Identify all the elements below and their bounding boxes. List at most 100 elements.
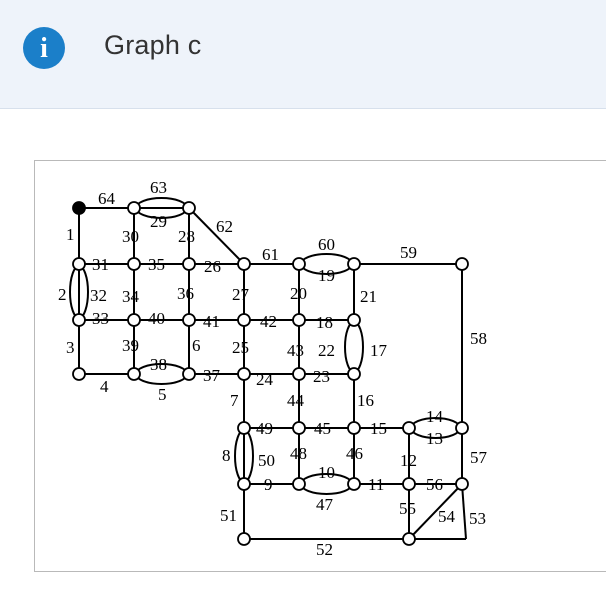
graph-node — [182, 313, 196, 327]
edge-label: 44 — [287, 391, 305, 410]
edge-label: 47 — [316, 495, 334, 514]
edge-label: 40 — [148, 309, 165, 328]
edge-label: 5 — [158, 385, 167, 404]
edge-label: 11 — [368, 475, 384, 494]
graph-node — [455, 477, 469, 491]
graph-edge — [408, 483, 463, 540]
graph-node — [237, 257, 251, 271]
info-icon: i — [23, 27, 65, 69]
header-bar: i Graph c — [0, 0, 606, 109]
graph-node — [127, 201, 141, 215]
edge-label: 13 — [426, 429, 443, 448]
edge-label: 1 — [66, 225, 75, 244]
edge-label: 23 — [313, 367, 330, 386]
edge-label: 52 — [316, 540, 333, 559]
edge-label: 60 — [318, 235, 335, 254]
graph-node — [347, 257, 361, 271]
page-title: Graph c — [104, 30, 202, 60]
edge-label: 38 — [150, 355, 167, 374]
graph-node — [292, 367, 306, 381]
edge-label: 35 — [148, 255, 165, 274]
edge-label: 25 — [232, 338, 249, 357]
graph-node — [72, 313, 86, 327]
graph-node — [402, 477, 416, 491]
graph-node — [292, 477, 306, 491]
edge-label: 56 — [426, 475, 443, 494]
graph-parallel-edge — [344, 321, 364, 373]
info-glyph: i — [40, 33, 48, 64]
edge-label: 14 — [426, 407, 444, 426]
edge-label: 18 — [316, 313, 333, 332]
edge-label: 58 — [470, 329, 487, 348]
edge-label: 7 — [230, 391, 239, 410]
edge-label: 55 — [399, 499, 416, 518]
edge-label: 12 — [400, 451, 417, 470]
edge-label: 61 — [262, 245, 279, 264]
graph-node — [237, 421, 251, 435]
graph-node — [402, 532, 416, 546]
edge-label: 54 — [438, 507, 456, 526]
edge-label: 27 — [232, 285, 250, 304]
edge-label: 36 — [177, 284, 194, 303]
graph-node — [292, 421, 306, 435]
graph-start-node — [72, 201, 86, 215]
graph-node — [182, 367, 196, 381]
graph-node — [237, 367, 251, 381]
edge-label: 30 — [122, 227, 139, 246]
graph-node — [292, 257, 306, 271]
edge-label: 4 — [100, 377, 109, 396]
edge-label: 22 — [318, 341, 335, 360]
edge-label: 62 — [216, 217, 233, 236]
graph-node — [347, 477, 361, 491]
graph-node — [182, 257, 196, 271]
graph-edge — [461, 483, 467, 540]
graph-node — [182, 201, 196, 215]
graph-node — [237, 477, 251, 491]
edge-label: 26 — [204, 257, 221, 276]
graph-node — [347, 421, 361, 435]
edge-label: 2 — [58, 285, 67, 304]
edge-label: 53 — [469, 509, 486, 528]
edge-label: 24 — [256, 370, 274, 389]
edge-label: 43 — [287, 341, 304, 360]
edge-label: 46 — [346, 444, 363, 463]
figure-frame — [34, 160, 606, 572]
edge-label: 8 — [222, 446, 231, 465]
graph-node — [455, 421, 469, 435]
edge-label: 42 — [260, 312, 277, 331]
edge-label: 41 — [203, 312, 220, 331]
edge-label: 21 — [360, 287, 377, 306]
edge-label: 17 — [370, 341, 388, 360]
edge-label: 37 — [203, 366, 221, 385]
graph-edge — [188, 207, 245, 265]
graph-node — [347, 367, 361, 381]
graph-node — [347, 313, 361, 327]
edge-label: 19 — [318, 266, 335, 285]
graph-node — [127, 313, 141, 327]
edge-label: 63 — [150, 178, 167, 197]
graph-node — [237, 313, 251, 327]
edge-label: 39 — [122, 336, 139, 355]
edge-label: 34 — [122, 287, 140, 306]
edge-label: 48 — [290, 444, 307, 463]
edge-label: 57 — [470, 448, 488, 467]
edge-label: 45 — [314, 419, 331, 438]
edge-label: 20 — [290, 284, 307, 303]
graph-node — [72, 367, 86, 381]
edge-label: 33 — [92, 309, 109, 328]
edge-label: 31 — [92, 255, 109, 274]
edge-label: 50 — [258, 451, 275, 470]
edge-label: 49 — [256, 419, 273, 438]
edge-label: 64 — [98, 189, 116, 208]
edge-label: 10 — [318, 463, 335, 482]
edge-label: 3 — [66, 338, 75, 357]
graph-node — [455, 257, 469, 271]
edge-label: 9 — [264, 475, 273, 494]
graph-node — [72, 257, 86, 271]
graph-node — [127, 367, 141, 381]
edge-label: 29 — [150, 212, 167, 231]
graph-node — [292, 313, 306, 327]
edge-label: 28 — [178, 227, 195, 246]
edge-label: 16 — [357, 391, 374, 410]
